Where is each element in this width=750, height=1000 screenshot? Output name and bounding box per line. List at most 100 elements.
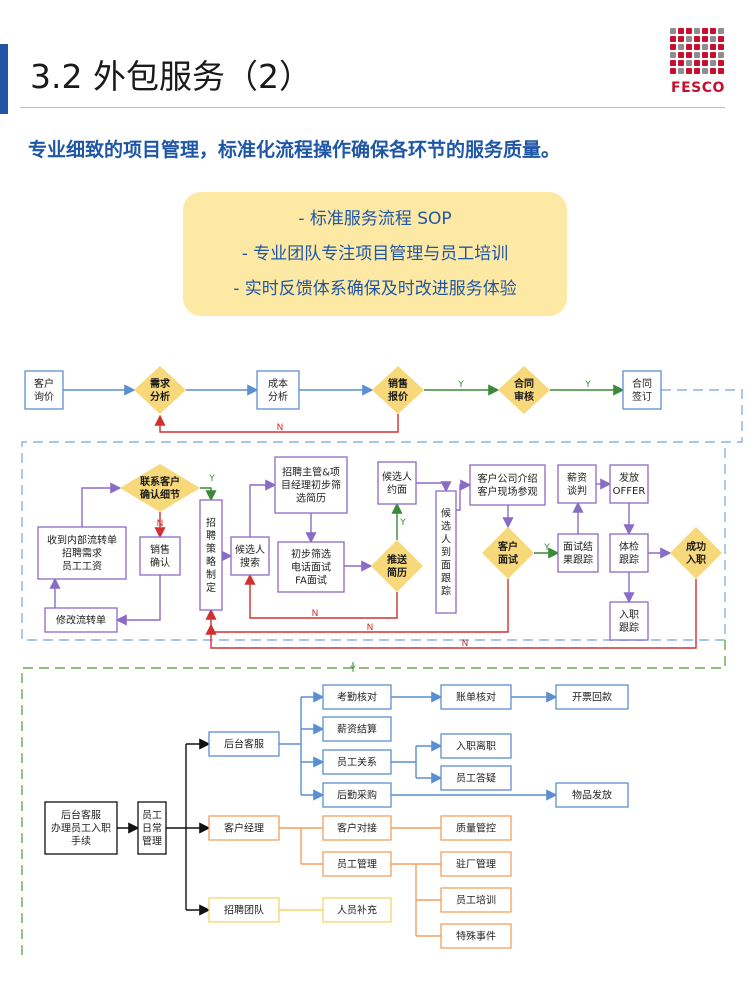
attendance-box [322, 684, 392, 710]
customer-inquiry-box [24, 370, 64, 410]
bill-check-box [440, 684, 512, 710]
logo-dot [718, 60, 724, 66]
supplies-box-label: 物品发放 [572, 789, 612, 802]
account-manager-box-label: 客户经理 [224, 822, 264, 835]
sales-quote-diamond [372, 366, 424, 414]
hire-leave-box [440, 733, 512, 759]
on-site-box [435, 490, 457, 614]
logo-dot [670, 52, 676, 58]
contact-client-diamond [120, 464, 200, 512]
logo-dot [694, 28, 700, 34]
contract-sign-box-label: 合同签订 [632, 377, 652, 403]
logo-dot [686, 52, 692, 58]
highlight-team: - 专业团队专注项目管理与员工培训 [241, 244, 509, 264]
logo-dot [718, 36, 724, 42]
arr-sales-revise [115, 575, 161, 626]
logo-dot [710, 52, 716, 58]
account-manager-box [208, 815, 280, 841]
client-interview-diamond-label: 客户面试 [497, 540, 518, 566]
needs-analysis-diamond-label: 需求分析 [150, 377, 171, 403]
no-label-interview: N [367, 623, 374, 633]
special-box-label: 特殊事件 [456, 930, 496, 943]
yes-label-interview: Y [543, 543, 550, 553]
client-contact-box [322, 815, 392, 841]
contact-client-diamond-label: 联系客户确认细节 [140, 475, 180, 501]
daily-mgmt-box [137, 801, 167, 855]
strategy-box [199, 499, 223, 611]
yes-label-resume: Y [399, 518, 406, 528]
logo-dot [686, 60, 692, 66]
logo-dot [694, 52, 700, 58]
logo-dot [702, 44, 708, 50]
special-box [440, 923, 512, 949]
logo-dot [718, 52, 724, 58]
candidate-search-box [230, 536, 270, 576]
quality-box-label: 质量管控 [456, 822, 496, 835]
logo-dot [678, 36, 684, 42]
relations-box [322, 749, 392, 775]
phone-interview-box [277, 541, 345, 593]
logistics-box-label: 后勤采购 [337, 789, 377, 802]
logo-dot [694, 44, 700, 50]
bill-check-box-label: 账单核对 [456, 691, 496, 704]
payroll-box-label: 薪资结算 [337, 723, 377, 736]
cost-analysis-box [256, 370, 300, 410]
candidate-search-box-label: 候选人搜索 [235, 543, 265, 569]
arrow-quote-reject [154, 414, 399, 433]
client-intro-box-label: 客户公司介绍客户现场参观 [478, 472, 538, 498]
logo-dot [718, 28, 724, 34]
training-box-label: 员工培训 [456, 894, 496, 907]
strategy-box-label: 招聘策略制定 [206, 516, 216, 594]
logo-dot [678, 60, 684, 66]
logo-dot [670, 28, 676, 34]
quality-box [440, 815, 512, 841]
yes-label-quote: Y [457, 380, 464, 390]
result-track-box [557, 533, 599, 573]
arr-invite-onsite [416, 481, 452, 493]
logo-dot [710, 44, 716, 50]
logo-dot [686, 36, 692, 42]
logistics-box [322, 782, 392, 808]
logo-dot [670, 60, 676, 66]
staff-mgmt-box [322, 851, 392, 877]
medical-box-label: 体检跟踪 [619, 540, 639, 566]
customer-inquiry-box-label: 客户询价 [34, 377, 54, 403]
relations-box-label: 员工关系 [337, 756, 377, 769]
arr-receive-contact [81, 482, 122, 527]
yes-label-contact: Y [208, 474, 215, 484]
staffing-box-label: 人员补充 [337, 904, 377, 917]
backoffice-box [208, 731, 280, 757]
fesco-logo: FESCO [666, 28, 730, 106]
logo-dot [678, 44, 684, 50]
qa-box [440, 765, 512, 791]
receive-transfer-box [37, 526, 127, 580]
no-label-quote: N [277, 423, 284, 433]
onboard-track-box [609, 601, 649, 641]
logo-dot [702, 36, 708, 42]
contract-sign-box [622, 370, 662, 410]
recommend-resume-diamond [371, 540, 423, 592]
staff-mgmt-box-label: 员工管理 [337, 858, 377, 871]
supplies-box [555, 782, 629, 808]
factory-box [440, 851, 512, 877]
page-subtitle: 专业细致的项目管理，标准化流程操作确保各环节的服务质量。 [28, 139, 561, 161]
logo-dot [702, 28, 708, 34]
logo-dot [670, 44, 676, 50]
sales-quote-diamond-label: 销售报价 [388, 377, 409, 403]
contract-review-diamond-label: 合同审核 [513, 377, 534, 403]
invoice-box [555, 684, 629, 710]
client-contact-box-label: 客户对接 [337, 822, 377, 835]
no-label-success: N [462, 639, 469, 649]
contract-review-diamond [498, 366, 550, 414]
recruit-team-box [208, 897, 280, 923]
revise-transfer-box [44, 607, 118, 633]
daily-mgmt-box-label: 员工日常管理 [142, 810, 162, 848]
success-diamond [670, 527, 722, 579]
arr-success-reject [205, 579, 697, 649]
connector-layer [21, 384, 743, 960]
onboard-track-box-label: 入职跟踪 [619, 609, 639, 634]
arr-contact-strategy [200, 487, 217, 502]
logo-dot-grid [670, 28, 730, 74]
